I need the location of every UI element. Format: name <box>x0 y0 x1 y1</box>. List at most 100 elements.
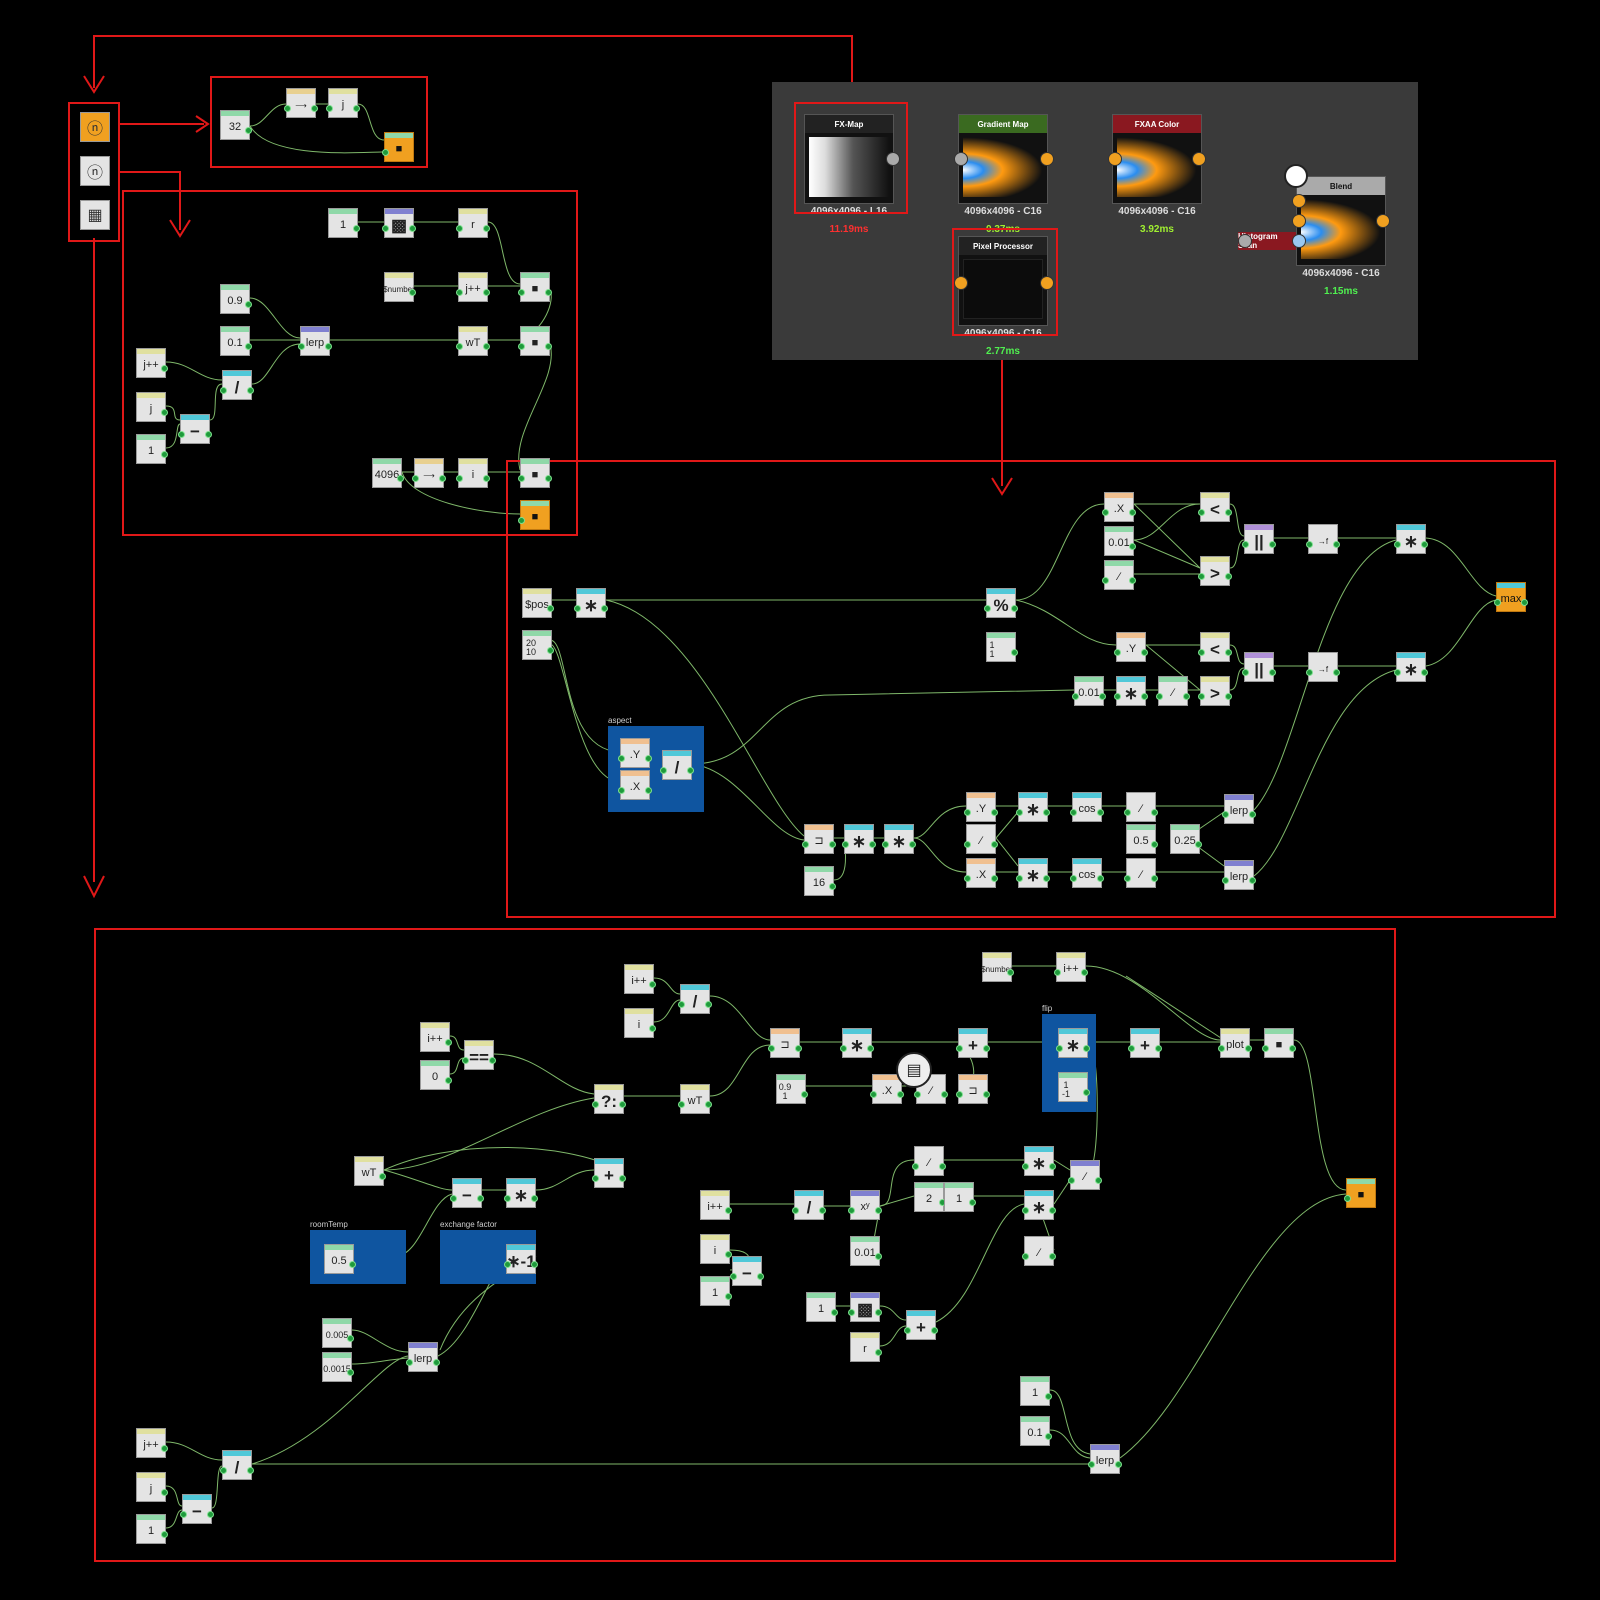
subtract-node[interactable]: − <box>178 414 212 444</box>
fxaa-color-node[interactable]: FXAA Color <box>1112 114 1202 204</box>
value-node[interactable]: 0.0015 <box>322 1352 354 1382</box>
get-node[interactable]: $pos <box>522 588 554 618</box>
value-node[interactable]: 0 <box>420 1060 452 1090</box>
sequence-node[interactable]: ■ <box>518 326 552 356</box>
vector-node[interactable]: ⊐ <box>802 824 836 854</box>
cos-node[interactable]: cos <box>1070 858 1104 888</box>
value-node[interactable]: 0.1 <box>220 326 252 356</box>
value-node[interactable]: 16 <box>804 866 836 896</box>
var-node[interactable]: j <box>326 88 360 118</box>
divide-node[interactable]: / <box>220 1450 254 1480</box>
add-node[interactable]: + <box>1128 1028 1162 1058</box>
value-node[interactable]: 0.5 <box>324 1244 356 1274</box>
value-node[interactable]: 0.01 <box>1104 526 1136 556</box>
add-node[interactable]: + <box>956 1028 990 1058</box>
var-node[interactable]: i <box>456 458 490 488</box>
port[interactable] <box>954 276 968 290</box>
value-node[interactable]: 1 <box>1020 1376 1052 1406</box>
value-node[interactable]: 20 10 <box>522 630 554 660</box>
random-node[interactable]: ▩ <box>848 1292 882 1322</box>
var-node[interactable]: wT <box>678 1084 712 1114</box>
lerp-node[interactable]: lerp <box>406 1342 440 1372</box>
var-node[interactable]: i++ <box>1054 952 1088 982</box>
lerp-node[interactable]: ∕ <box>1068 1160 1102 1190</box>
value-node[interactable]: 0.005 <box>322 1318 354 1348</box>
value-node[interactable]: 1 <box>328 208 360 238</box>
cos-node[interactable]: cos <box>1070 792 1104 822</box>
var-node[interactable]: wT <box>456 326 490 356</box>
swizzle-y-node[interactable]: .Y <box>964 792 998 822</box>
get-node[interactable]: j++ <box>136 348 168 378</box>
pixel-processor-node[interactable]: Pixel Processor <box>958 236 1048 326</box>
multiply-node[interactable]: ∗ <box>574 588 608 618</box>
get-node[interactable]: j <box>136 1472 168 1502</box>
to-float-node[interactable]: →f <box>1306 524 1340 554</box>
fxmap-node[interactable]: FX-Map <box>804 114 894 204</box>
value-node[interactable]: 1 1 <box>986 632 1018 662</box>
greater-node[interactable]: > <box>1198 556 1232 586</box>
less-node[interactable]: < <box>1198 632 1232 662</box>
var-node[interactable]: r <box>456 208 490 238</box>
set-node[interactable]: ⟶ <box>284 88 318 118</box>
value-node[interactable]: 2 <box>914 1182 946 1212</box>
get-node[interactable]: wT <box>354 1156 386 1186</box>
add-node[interactable]: + <box>904 1310 938 1340</box>
var-node[interactable]: j++ <box>456 272 490 302</box>
lerp-node[interactable]: lerp <box>1088 1444 1122 1474</box>
swizzle-y-node[interactable]: .Y <box>1114 632 1148 662</box>
get-node[interactable]: j++ <box>136 1428 168 1458</box>
port[interactable] <box>954 152 968 166</box>
greater-node[interactable]: > <box>1198 676 1232 706</box>
get-node[interactable]: i <box>624 1008 656 1038</box>
multiply-node[interactable]: ∗ <box>1022 1146 1056 1176</box>
document-icon[interactable]: ▤ <box>896 1052 932 1088</box>
value-node[interactable]: 1 <box>944 1182 976 1212</box>
curve-node[interactable]: ∕ <box>914 1074 948 1104</box>
subtract-node[interactable]: − <box>450 1178 484 1208</box>
divide-node[interactable]: / <box>220 370 254 400</box>
subtract-node[interactable]: − <box>730 1256 764 1286</box>
sequence-node[interactable]: ■ <box>518 458 552 488</box>
value-node[interactable]: 0.25 <box>1170 824 1202 854</box>
value-node[interactable]: 0.9 <box>220 284 252 314</box>
multiply-node[interactable]: ∗ <box>1394 652 1428 682</box>
multiply-node[interactable]: ∗ <box>1056 1028 1090 1058</box>
lerp-node[interactable]: lerp <box>1222 794 1256 824</box>
multiply-node[interactable]: ∗ <box>1114 676 1148 706</box>
port[interactable] <box>1040 152 1054 166</box>
lerp-node[interactable]: lerp <box>1222 860 1256 890</box>
multiply-node[interactable]: ∗ <box>882 824 916 854</box>
remap-node[interactable]: ∕ <box>1124 858 1158 888</box>
value-node[interactable]: 1 -1 <box>1058 1072 1090 1102</box>
output-node[interactable]: ■ <box>1344 1178 1376 1208</box>
lerp-node[interactable]: lerp <box>298 326 332 356</box>
value-node[interactable]: 0.01 <box>850 1236 882 1266</box>
value-node[interactable]: 1 <box>136 1514 168 1544</box>
multiply-node[interactable]: ∗ <box>1022 1190 1056 1220</box>
one-minus-node[interactable]: ∕ <box>1156 676 1190 706</box>
value-node[interactable]: 32 <box>220 110 252 140</box>
blend-node[interactable]: Blend <box>1296 176 1386 266</box>
value-node[interactable]: 0.1 <box>1020 1416 1052 1446</box>
or-node[interactable]: || <box>1242 524 1276 554</box>
get-node[interactable]: i++ <box>624 964 656 994</box>
value-node[interactable]: 1 <box>136 434 168 464</box>
multiply-node[interactable]: ∗ <box>504 1178 538 1208</box>
value-node[interactable]: 4096 <box>372 458 404 488</box>
port[interactable] <box>886 152 900 166</box>
get-node[interactable]: j <box>136 392 168 422</box>
curve-node[interactable]: ∕ <box>964 824 998 854</box>
multiply-node[interactable]: ∗ <box>1016 792 1050 822</box>
get-node[interactable]: i++ <box>420 1022 452 1052</box>
get-node[interactable]: $number <box>981 952 1014 982</box>
get-node[interactable]: $number <box>383 272 416 302</box>
or-node[interactable]: || <box>1242 652 1276 682</box>
set-node[interactable]: ⟶ <box>412 458 446 488</box>
ternary-node[interactable]: ?: <box>592 1084 626 1114</box>
port[interactable] <box>1108 152 1122 166</box>
sequence-node[interactable]: ■ <box>1262 1028 1296 1058</box>
port[interactable] <box>1238 234 1252 248</box>
output-node[interactable]: ■ <box>382 132 414 162</box>
swizzle-x-node[interactable]: .X <box>870 1074 904 1104</box>
get-node[interactable]: i <box>700 1234 732 1264</box>
